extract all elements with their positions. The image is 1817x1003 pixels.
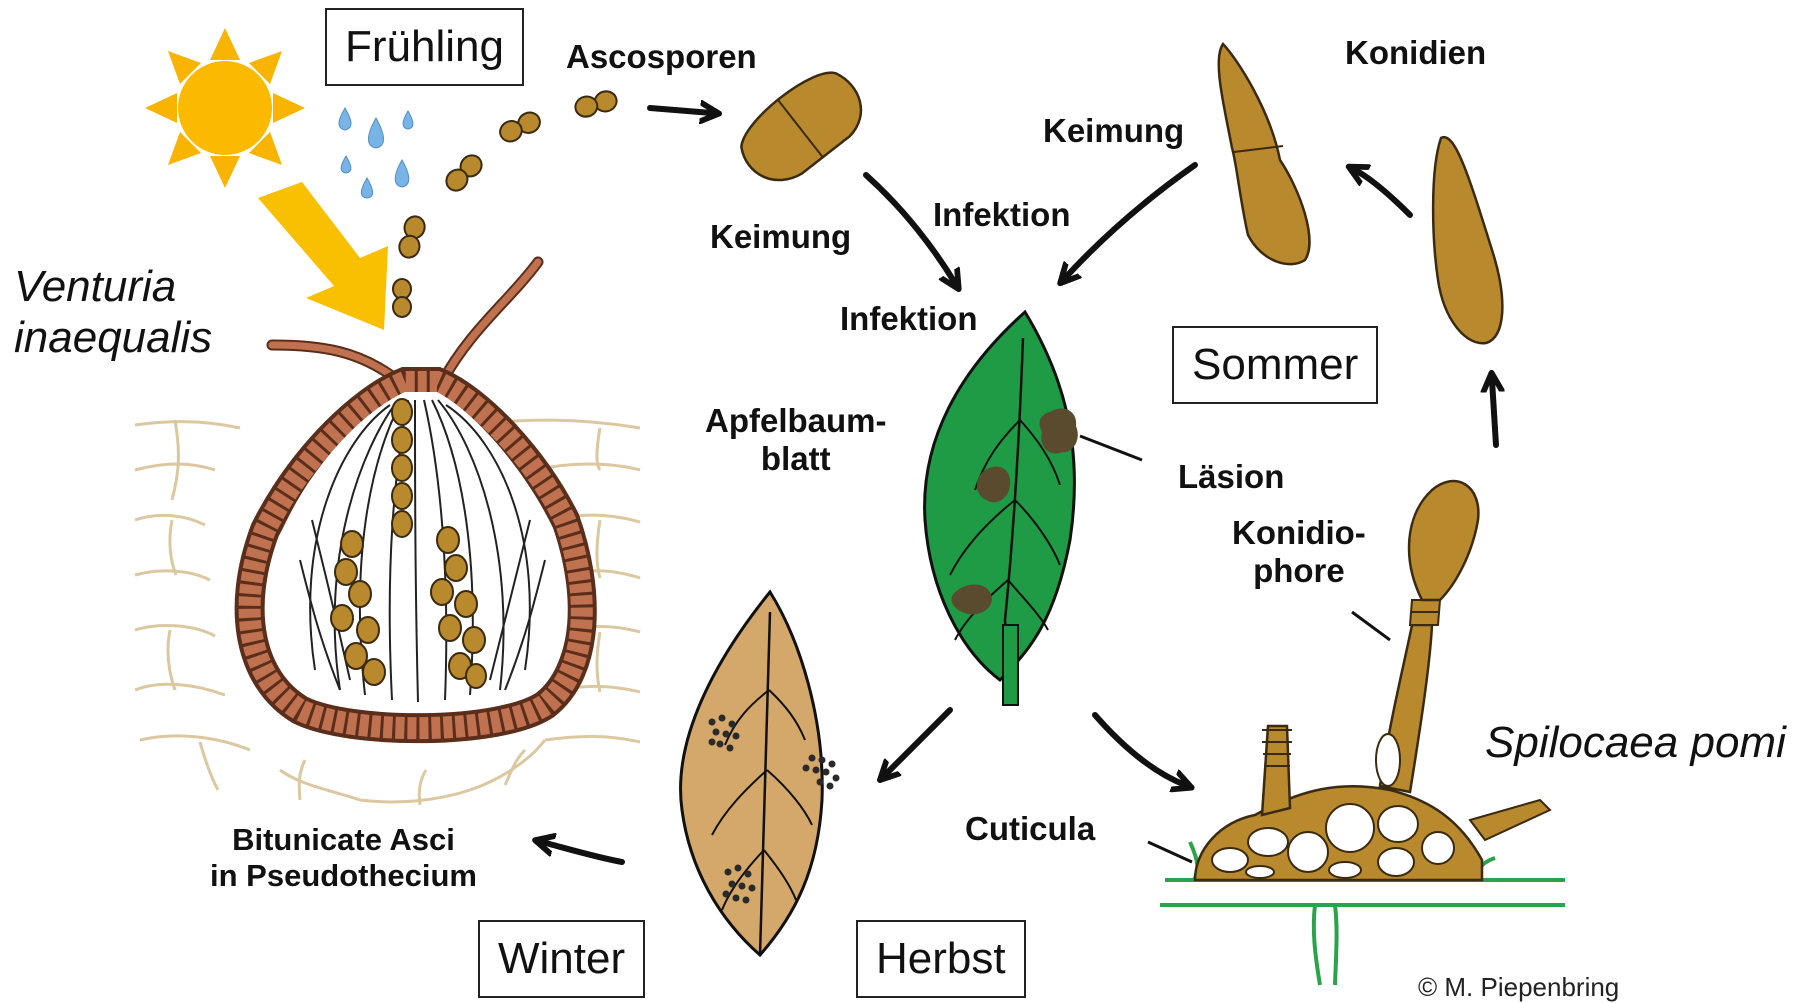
label-germination-left: Keimung [710,218,851,256]
label-leaf: Apfelbaum- blatt [705,402,887,478]
species-anamorph: Spilocaea pomi [1485,718,1786,769]
label-conidiophore: Konidio- phore [1232,514,1366,590]
sunlight-arrow-icon [258,182,388,330]
label-lesion: Läsion [1178,458,1284,496]
dead-leaf [681,592,840,955]
label-asci: Bitunicate Asci in Pseudothecium [210,822,477,894]
season-autumn: Herbst [856,920,1026,998]
label-infection-top: Infektion [933,196,1071,234]
sun-icon [145,28,305,188]
label-conidiophore-line1: Konidio- [1232,514,1366,552]
season-summer: Sommer [1172,326,1378,404]
raindrop-icon [339,108,413,198]
label-conidiophore-line2: phore [1232,552,1366,590]
label-ascospores: Ascosporen [566,38,757,76]
pseudothecium [250,262,582,728]
copyright: © M. Piepenbring [1418,972,1619,1003]
ascospore-large [728,59,875,197]
label-leaf-line2: blatt [705,440,887,478]
label-asci-line1: Bitunicate Asci [210,822,477,858]
label-conidia: Konidien [1345,34,1486,72]
flying-ascospores [393,89,619,317]
label-asci-line2: in Pseudothecium [210,858,477,894]
apple-leaf [925,312,1142,705]
label-leaf-line1: Apfelbaum- [705,402,887,440]
season-winter: Winter [478,920,645,998]
conidium-free [1433,137,1502,343]
species-teleomorph-line2: inaequalis [14,313,212,364]
label-infection-bottom: Infektion [840,300,978,338]
species-teleomorph: Venturia inaequalis [14,262,212,363]
season-spring: Frühling [325,8,524,86]
conidium-germinating [1219,44,1310,264]
species-teleomorph-line1: Venturia [14,262,212,313]
label-germination-right: Keimung [1043,112,1184,150]
label-cuticle: Cuticula [965,810,1095,848]
